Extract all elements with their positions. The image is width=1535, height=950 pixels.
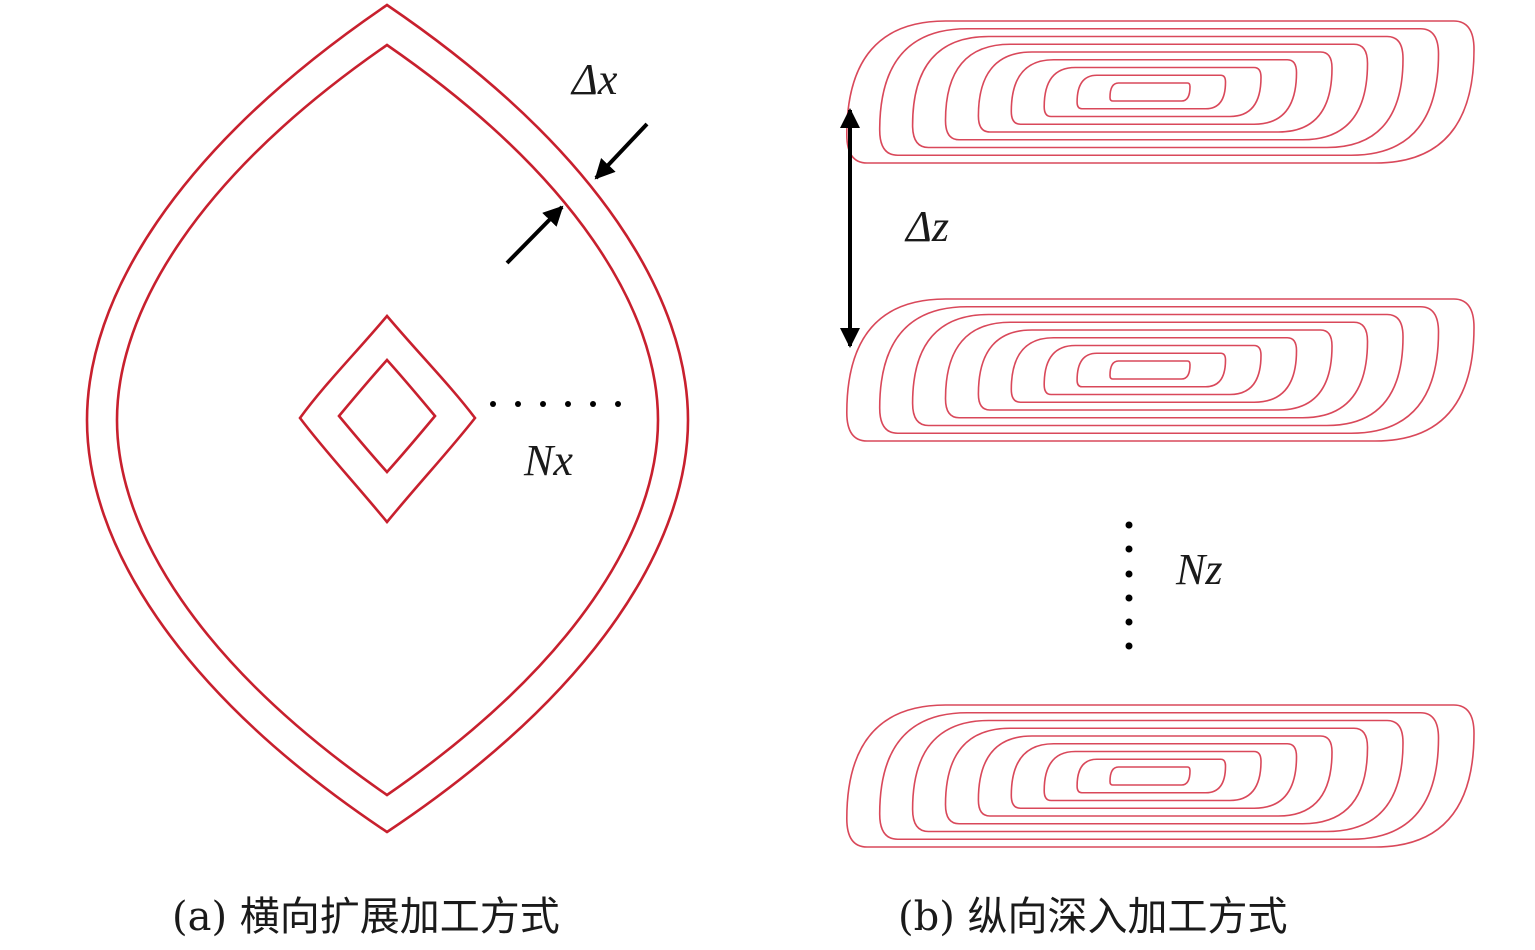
panel-a: Δx Nx (a) 横向扩展加工方式 [85,3,690,940]
contour-ring [878,27,1440,157]
contour-ring [944,321,1369,419]
contour-ring [944,43,1369,141]
panel-b: Δz Nz (b) 纵向深入加工方式 [840,20,1475,940]
contour-ring [1109,82,1191,102]
contour-ring [911,313,1404,427]
contour-ring [1076,352,1227,388]
contour-ring [1043,344,1262,396]
nx-label: Nx [523,436,573,485]
contour-ring [944,727,1369,825]
contour-ring [977,735,1333,817]
contour-ring [1043,66,1262,118]
contour-ring [845,20,1475,164]
nz-label: Nz [1175,545,1222,594]
contour-layer-bottom [845,704,1475,848]
contour-ring [977,329,1333,411]
caption-b: (b) 纵向深入加工方式 [898,894,1288,940]
contour-ring [878,305,1440,435]
contour-ring [1076,74,1227,110]
contour-ring [1010,336,1298,404]
delta-x-label: Δx [570,55,618,104]
contour-ring [845,298,1475,442]
contour-ring [1043,750,1262,802]
contour-ring [1109,766,1191,786]
contour-ring [1076,758,1227,794]
contour-ring [911,719,1404,833]
inner-lens-contour [115,43,660,797]
dotted-ellipsis-z [1125,521,1133,650]
contour-ring [845,704,1475,848]
outer-lens-contour [85,3,690,834]
contour-layer-top [845,20,1475,164]
outer-diamond-contour [298,313,477,525]
delta-z-label: Δz [904,202,949,251]
contour-ring [911,35,1404,149]
inner-diamond-contour [337,358,437,474]
contour-ring [1010,58,1298,126]
caption-a: (a) 横向扩展加工方式 [172,894,560,940]
contour-ring [878,711,1440,841]
contour-ring [1010,742,1298,810]
dotted-ellipsis-x [490,401,621,407]
delta-x-arrow-lower [505,205,564,265]
contour-layer-middle [845,298,1475,442]
contour-ring [1109,360,1191,380]
contour-ring [977,51,1333,133]
delta-x-arrow-upper [594,122,649,180]
